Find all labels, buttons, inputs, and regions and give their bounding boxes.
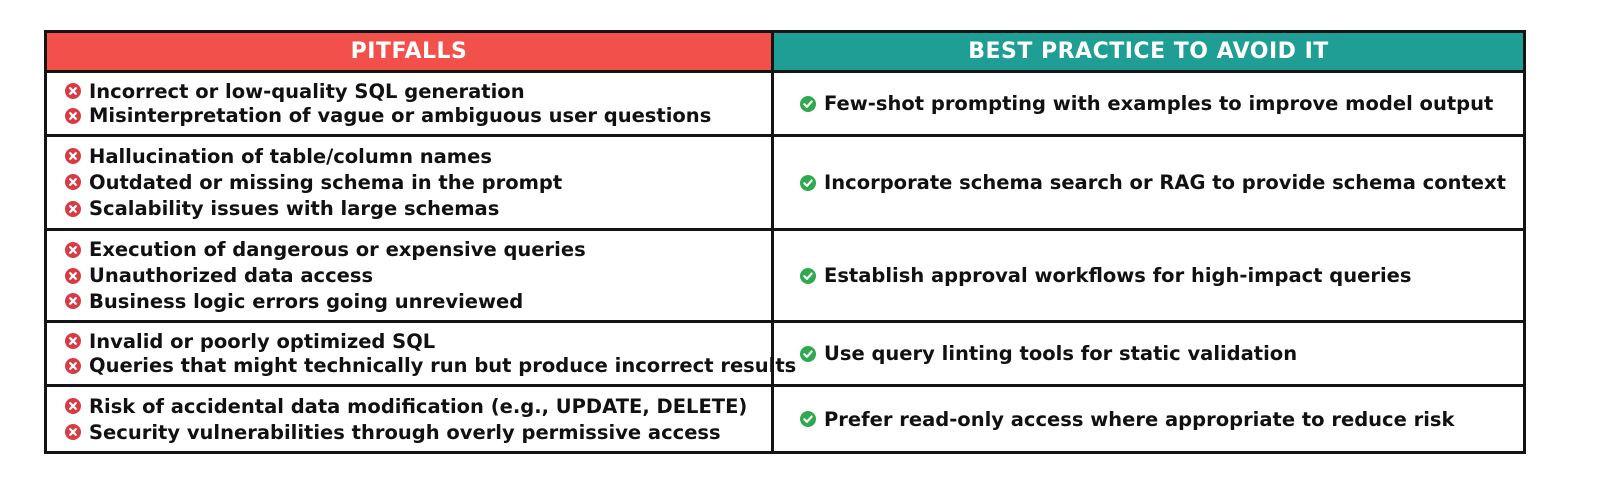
pitfall-text: Hallucination of table/column names bbox=[89, 144, 492, 168]
x-circle-icon bbox=[65, 200, 81, 217]
pitfall-item: Invalid or poorly optimized SQL bbox=[65, 329, 761, 354]
best-practice-item: Few-shot prompting with examples to impr… bbox=[800, 90, 1493, 118]
pitfall-item: Unauthorized data access bbox=[65, 263, 761, 289]
pitfall-text: Outdated or missing schema in the prompt bbox=[89, 170, 563, 194]
x-circle-icon bbox=[65, 398, 81, 414]
pitfall-text: Misinterpretation of vague or ambiguous … bbox=[89, 104, 712, 128]
best-practice-text: Prefer read-only access where appropriat… bbox=[824, 407, 1455, 431]
best-practice-cell: Few-shot prompting with examples to impr… bbox=[774, 73, 1523, 134]
best-practice-cell: Establish approval workflows for high-im… bbox=[774, 231, 1523, 320]
pitfalls-header: PITFALLS bbox=[47, 33, 774, 70]
x-circle-icon bbox=[65, 241, 81, 258]
best-practice-cell: Incorporate schema search or RAG to prov… bbox=[774, 137, 1523, 228]
x-circle-icon bbox=[65, 333, 81, 350]
pitfall-text: Scalability issues with large schemas bbox=[89, 197, 500, 221]
pitfall-text: Security vulnerabilities through overly … bbox=[89, 420, 721, 444]
pitfall-item: Scalability issues with large schemas bbox=[65, 196, 761, 222]
pitfall-item: Queries that might technically run but p… bbox=[65, 354, 796, 379]
best-practice-item: Establish approval workflows for high-im… bbox=[800, 262, 1411, 290]
pitfall-text: Invalid or poorly optimized SQL bbox=[89, 329, 436, 353]
x-circle-icon bbox=[65, 83, 81, 100]
pitfall-item: Hallucination of table/column names bbox=[65, 143, 761, 169]
x-circle-icon bbox=[65, 107, 81, 124]
check-circle-icon bbox=[800, 174, 816, 191]
best-practice-text: Few-shot prompting with examples to impr… bbox=[824, 92, 1494, 115]
pitfalls-cell: Risk of accidental data modification (e.… bbox=[47, 387, 774, 451]
pitfall-item: Misinterpretation of vague or ambiguous … bbox=[65, 104, 761, 129]
pitfall-text: Risk of accidental data modification (e.… bbox=[89, 394, 748, 418]
check-circle-icon bbox=[800, 267, 816, 284]
table-row: Risk of accidental data modification (e.… bbox=[47, 387, 1523, 451]
pitfall-item: Security vulnerabilities through overly … bbox=[65, 419, 761, 445]
x-circle-icon bbox=[65, 267, 81, 284]
best-practice-text: Use query linting tools for static valid… bbox=[824, 342, 1298, 365]
pitfall-text: Incorrect or low-quality SQL generation bbox=[89, 79, 525, 103]
check-circle-icon bbox=[800, 95, 816, 112]
x-circle-icon bbox=[65, 293, 81, 310]
pitfall-text: Business logic errors going unreviewed bbox=[89, 289, 524, 313]
best-practice-item: Use query linting tools for static valid… bbox=[800, 340, 1297, 368]
pitfalls-cell: Execution of dangerous or expensive quer… bbox=[47, 231, 774, 320]
check-circle-icon bbox=[800, 411, 816, 427]
x-circle-icon bbox=[65, 357, 81, 374]
pitfall-text: Unauthorized data access bbox=[89, 264, 374, 287]
pitfall-item: Incorrect or low-quality SQL generation bbox=[65, 79, 761, 104]
x-circle-icon bbox=[65, 174, 81, 191]
pitfalls-table: PITFALLS BEST PRACTICE TO AVOID IT Incor… bbox=[44, 30, 1526, 454]
table-header-row: PITFALLS BEST PRACTICE TO AVOID IT bbox=[47, 33, 1523, 73]
best-practice-text: Establish approval workflows for high-im… bbox=[824, 264, 1412, 287]
pitfall-item: Outdated or missing schema in the prompt bbox=[65, 169, 761, 195]
x-circle-icon bbox=[65, 424, 81, 440]
best-practice-header: BEST PRACTICE TO AVOID IT bbox=[774, 33, 1523, 70]
best-practice-cell: Use query linting tools for static valid… bbox=[774, 323, 1523, 384]
x-circle-icon bbox=[65, 148, 81, 165]
pitfall-item: Execution of dangerous or expensive quer… bbox=[65, 237, 761, 263]
table-row: Execution of dangerous or expensive quer… bbox=[47, 231, 1523, 323]
best-practice-cell: Prefer read-only access where appropriat… bbox=[774, 387, 1523, 451]
best-practice-text: Incorporate schema search or RAG to prov… bbox=[824, 171, 1506, 194]
pitfall-text: Execution of dangerous or expensive quer… bbox=[89, 238, 586, 262]
pitfall-item: Risk of accidental data modification (e.… bbox=[65, 393, 761, 419]
best-practice-item: Incorporate schema search or RAG to prov… bbox=[800, 169, 1506, 197]
pitfall-item: Business logic errors going unreviewed bbox=[65, 288, 761, 314]
check-circle-icon bbox=[800, 345, 816, 362]
best-practice-item: Prefer read-only access where appropriat… bbox=[800, 405, 1455, 433]
pitfall-text: Queries that might technically run but p… bbox=[89, 354, 797, 378]
